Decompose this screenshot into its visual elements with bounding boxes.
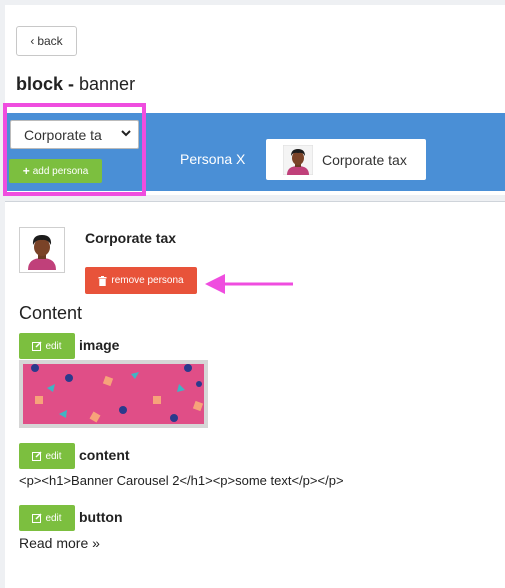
field-value-content: <p><h1>Banner Carousel 2</h1><p>some tex… (19, 473, 344, 488)
avatar-icon (28, 235, 56, 270)
avatar-icon (283, 144, 313, 175)
add-persona-button[interactable]: + add persona (9, 159, 102, 183)
persona-select[interactable]: Corporate ta (10, 120, 139, 149)
field-label-content: content (79, 447, 130, 463)
pencil-square-icon (32, 341, 42, 351)
edit-content-button[interactable]: edit (19, 443, 75, 469)
banner-image (19, 360, 208, 428)
chevron-left-icon: ‹ (30, 34, 35, 48)
back-button[interactable]: ‹ back (16, 26, 77, 56)
caret-down-icon (121, 130, 131, 137)
page-title-bold: block - (16, 74, 75, 94)
edit-label: edit (45, 450, 62, 462)
arrow-left-annotation-icon (205, 274, 293, 294)
persona-tab-label: Corporate tax (322, 151, 407, 168)
persona-select-value: Corporate ta (24, 126, 102, 143)
persona-name: Corporate tax (85, 230, 177, 246)
pencil-square-icon (32, 513, 42, 523)
edit-button-field-button[interactable]: edit (19, 505, 75, 531)
pencil-square-icon (32, 451, 42, 461)
plus-icon: + (22, 164, 30, 178)
field-value-button: Read more » (19, 535, 100, 551)
bottom-panel: Corporate tax remove persona Content edi… (5, 202, 505, 588)
field-label-button: button (79, 509, 123, 525)
page-title-rest: banner (74, 74, 136, 94)
page-title: block - banner (16, 74, 135, 95)
persona-x-tab[interactable]: Persona X (180, 151, 246, 167)
persona-avatar (19, 227, 65, 273)
remove-persona-label: remove persona (111, 275, 184, 286)
banner-pattern-image (23, 364, 204, 424)
edit-image-button[interactable]: edit (19, 333, 75, 359)
add-persona-label: add persona (32, 165, 89, 177)
edit-label: edit (45, 340, 62, 352)
content-heading: Content (19, 303, 83, 323)
field-label-image: image (79, 337, 120, 353)
top-panel: ‹ back block - banner Corporate ta + add… (5, 5, 505, 195)
divider (5, 201, 505, 202)
persona-bar: Corporate ta + add persona Persona X Cor… (5, 113, 505, 191)
edit-label: edit (45, 512, 62, 524)
trash-icon (98, 275, 107, 286)
back-label: back (37, 34, 63, 48)
persona-tab-corporate-tax[interactable]: Corporate tax (266, 139, 426, 180)
remove-persona-button[interactable]: remove persona (85, 267, 197, 294)
